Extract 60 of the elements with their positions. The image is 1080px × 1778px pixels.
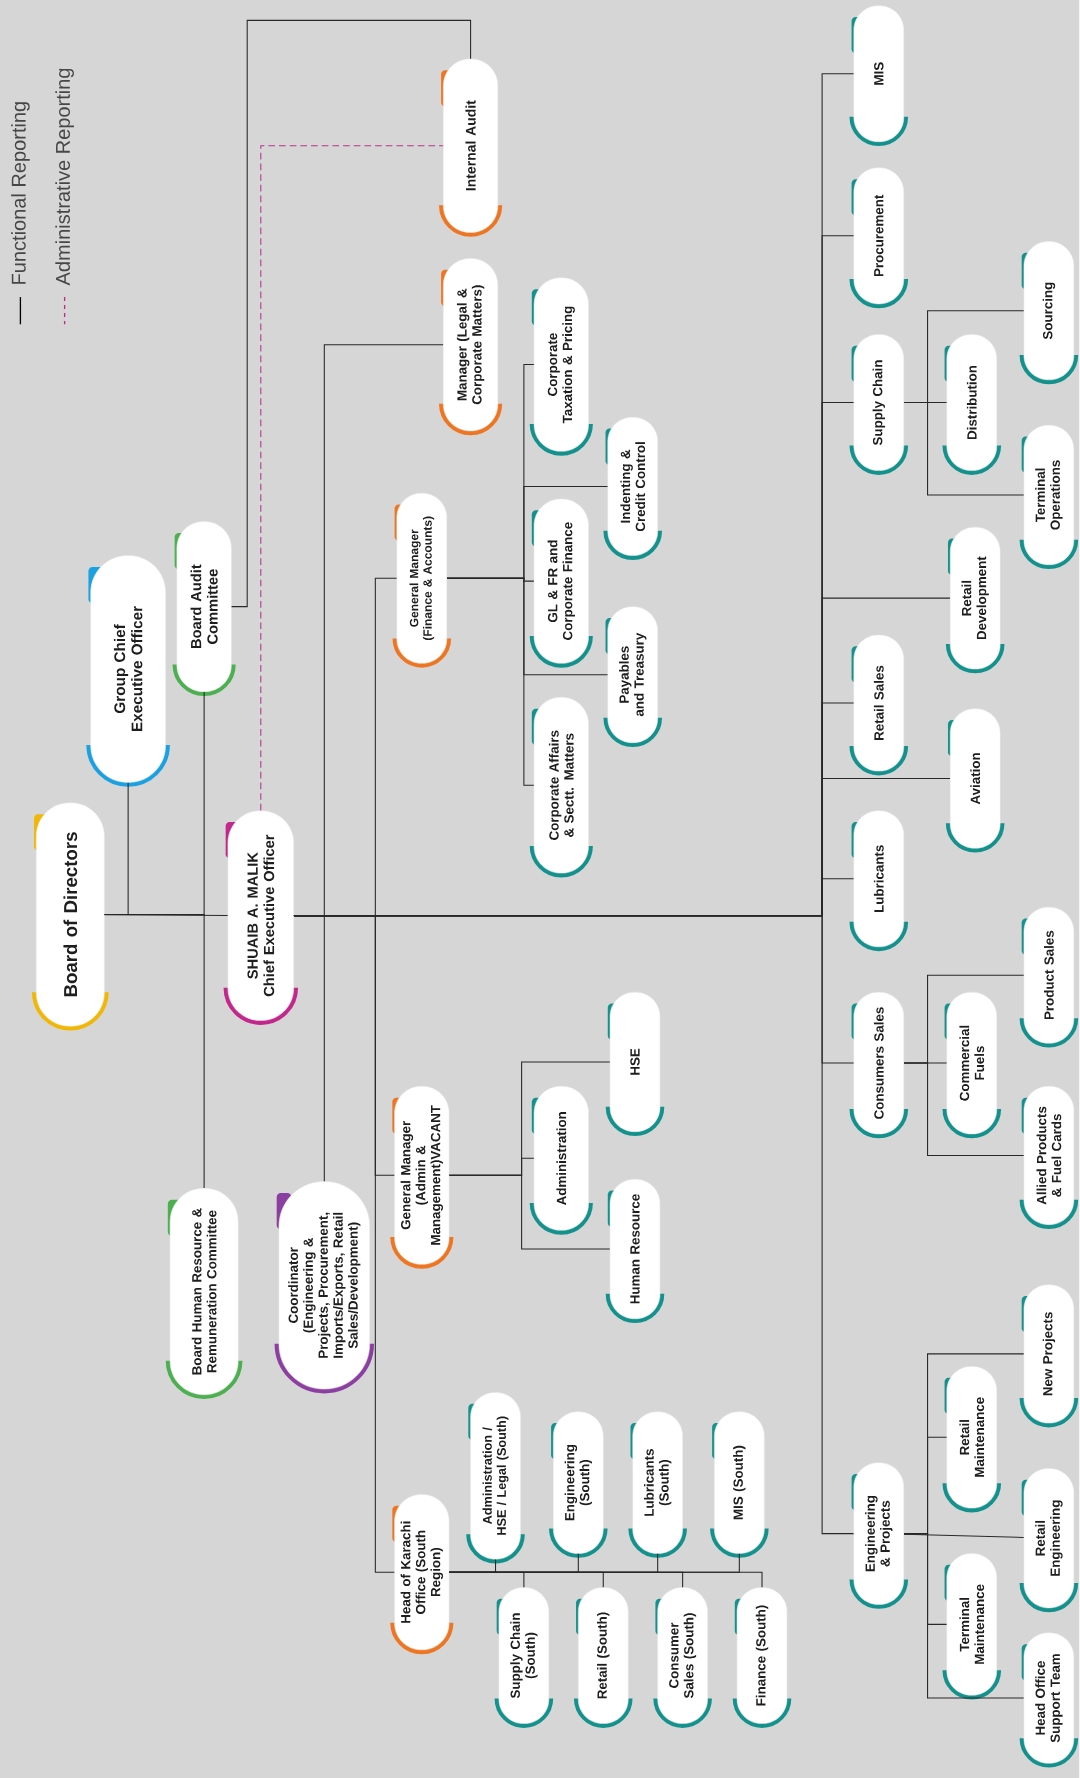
org-box: Retail (South) bbox=[574, 1587, 633, 1728]
org-box: General Manager (Finance & Accounts) bbox=[392, 492, 452, 668]
org-box: Aviation bbox=[946, 708, 1005, 853]
org-box: Product Sales bbox=[1019, 906, 1079, 1048]
connector-line bbox=[903, 1533, 1025, 1539]
org-box: Manager (Legal & Corporate Matters) bbox=[439, 258, 503, 436]
org-box: Retail Sales bbox=[849, 634, 909, 776]
org-box: Corporate Affairs & Sectt. Matters bbox=[529, 697, 594, 878]
org-box: Administration bbox=[529, 1086, 594, 1235]
connector-line bbox=[104, 914, 229, 916]
org-box: General Manager (Admin & Management)VACANT bbox=[390, 1086, 454, 1269]
org-box: Board of Directors bbox=[32, 802, 109, 1031]
org-box: Retail Maintenance bbox=[942, 1366, 1002, 1513]
org-box: GL & FR and Corporate Finance bbox=[529, 498, 594, 668]
connector-line bbox=[231, 19, 472, 608]
connector-line bbox=[446, 577, 535, 786]
org-box: Payables and Treasury bbox=[603, 606, 663, 748]
legend-label: Functional Reporting bbox=[11, 102, 30, 284]
org-box: Human Resource bbox=[605, 1179, 665, 1324]
connector-line bbox=[293, 915, 855, 1535]
org-box: Indenting & Credit Control bbox=[603, 417, 663, 560]
org-box: Finance (South) bbox=[732, 1587, 792, 1728]
org-box: Supply Chain (South) bbox=[494, 1587, 554, 1728]
org-box: Retail Engineering bbox=[1019, 1468, 1079, 1613]
org-box: Administration / HSE / Legal (South) bbox=[466, 1392, 526, 1564]
org-box: Procurement bbox=[849, 167, 909, 309]
org-box: Supply Chain bbox=[849, 334, 909, 475]
org-box: Engineering & Projects bbox=[849, 1462, 909, 1609]
org-box: Consumers Sales bbox=[849, 991, 909, 1139]
connector-line bbox=[449, 1571, 763, 1588]
connector-line bbox=[903, 402, 1025, 496]
org-box: New Projects bbox=[1019, 1284, 1079, 1428]
org-box: SHUAIB A. MALIK Chief Executive Officer bbox=[223, 810, 299, 1025]
org-box: Head Office Support Team bbox=[1019, 1632, 1079, 1768]
org-box: Retail Development bbox=[946, 527, 1005, 674]
connector-line bbox=[260, 145, 444, 811]
org-box: Coordinator (Engineering & Projects, Procurement, Imports/Exports, Retail Sales/Development) bbox=[274, 1181, 375, 1394]
org-box: Engineering (South) bbox=[549, 1411, 608, 1558]
connector-line bbox=[903, 1062, 1025, 1156]
org-box: Group Chief Executive Officer bbox=[86, 555, 171, 787]
org-box: Terminal Operations bbox=[1019, 424, 1079, 570]
org-box: Lubricants (South) bbox=[628, 1411, 688, 1558]
org-box: Distribution bbox=[942, 334, 1002, 475]
org-box: Commercial Fuels bbox=[942, 991, 1002, 1139]
legend-label: Administrative Reporting bbox=[55, 68, 75, 286]
org-box: Terminal Maintenance bbox=[942, 1553, 1002, 1700]
org-box: Board Human Resource & Remuneration Committee bbox=[165, 1188, 243, 1400]
org-box: MIS bbox=[849, 5, 909, 147]
connector-line bbox=[449, 1174, 611, 1250]
org-box: Corporate Taxation & Pricing bbox=[529, 277, 594, 456]
org-box: Allied Products & Fuel Cards bbox=[1019, 1086, 1079, 1229]
org-box: HSE bbox=[605, 991, 665, 1136]
connector-line bbox=[903, 1533, 1025, 1699]
org-box: Internal Audit bbox=[439, 58, 503, 237]
org-box: Consumer Sales (South) bbox=[653, 1587, 713, 1728]
org-box: Head of Karachi Office (South Region) bbox=[390, 1494, 454, 1655]
org-box: MIS (South) bbox=[710, 1411, 769, 1558]
org-box: Board Audit Committee bbox=[172, 521, 236, 697]
org-box: Lubricants bbox=[849, 810, 909, 952]
org-box: Sourcing bbox=[1019, 241, 1079, 385]
